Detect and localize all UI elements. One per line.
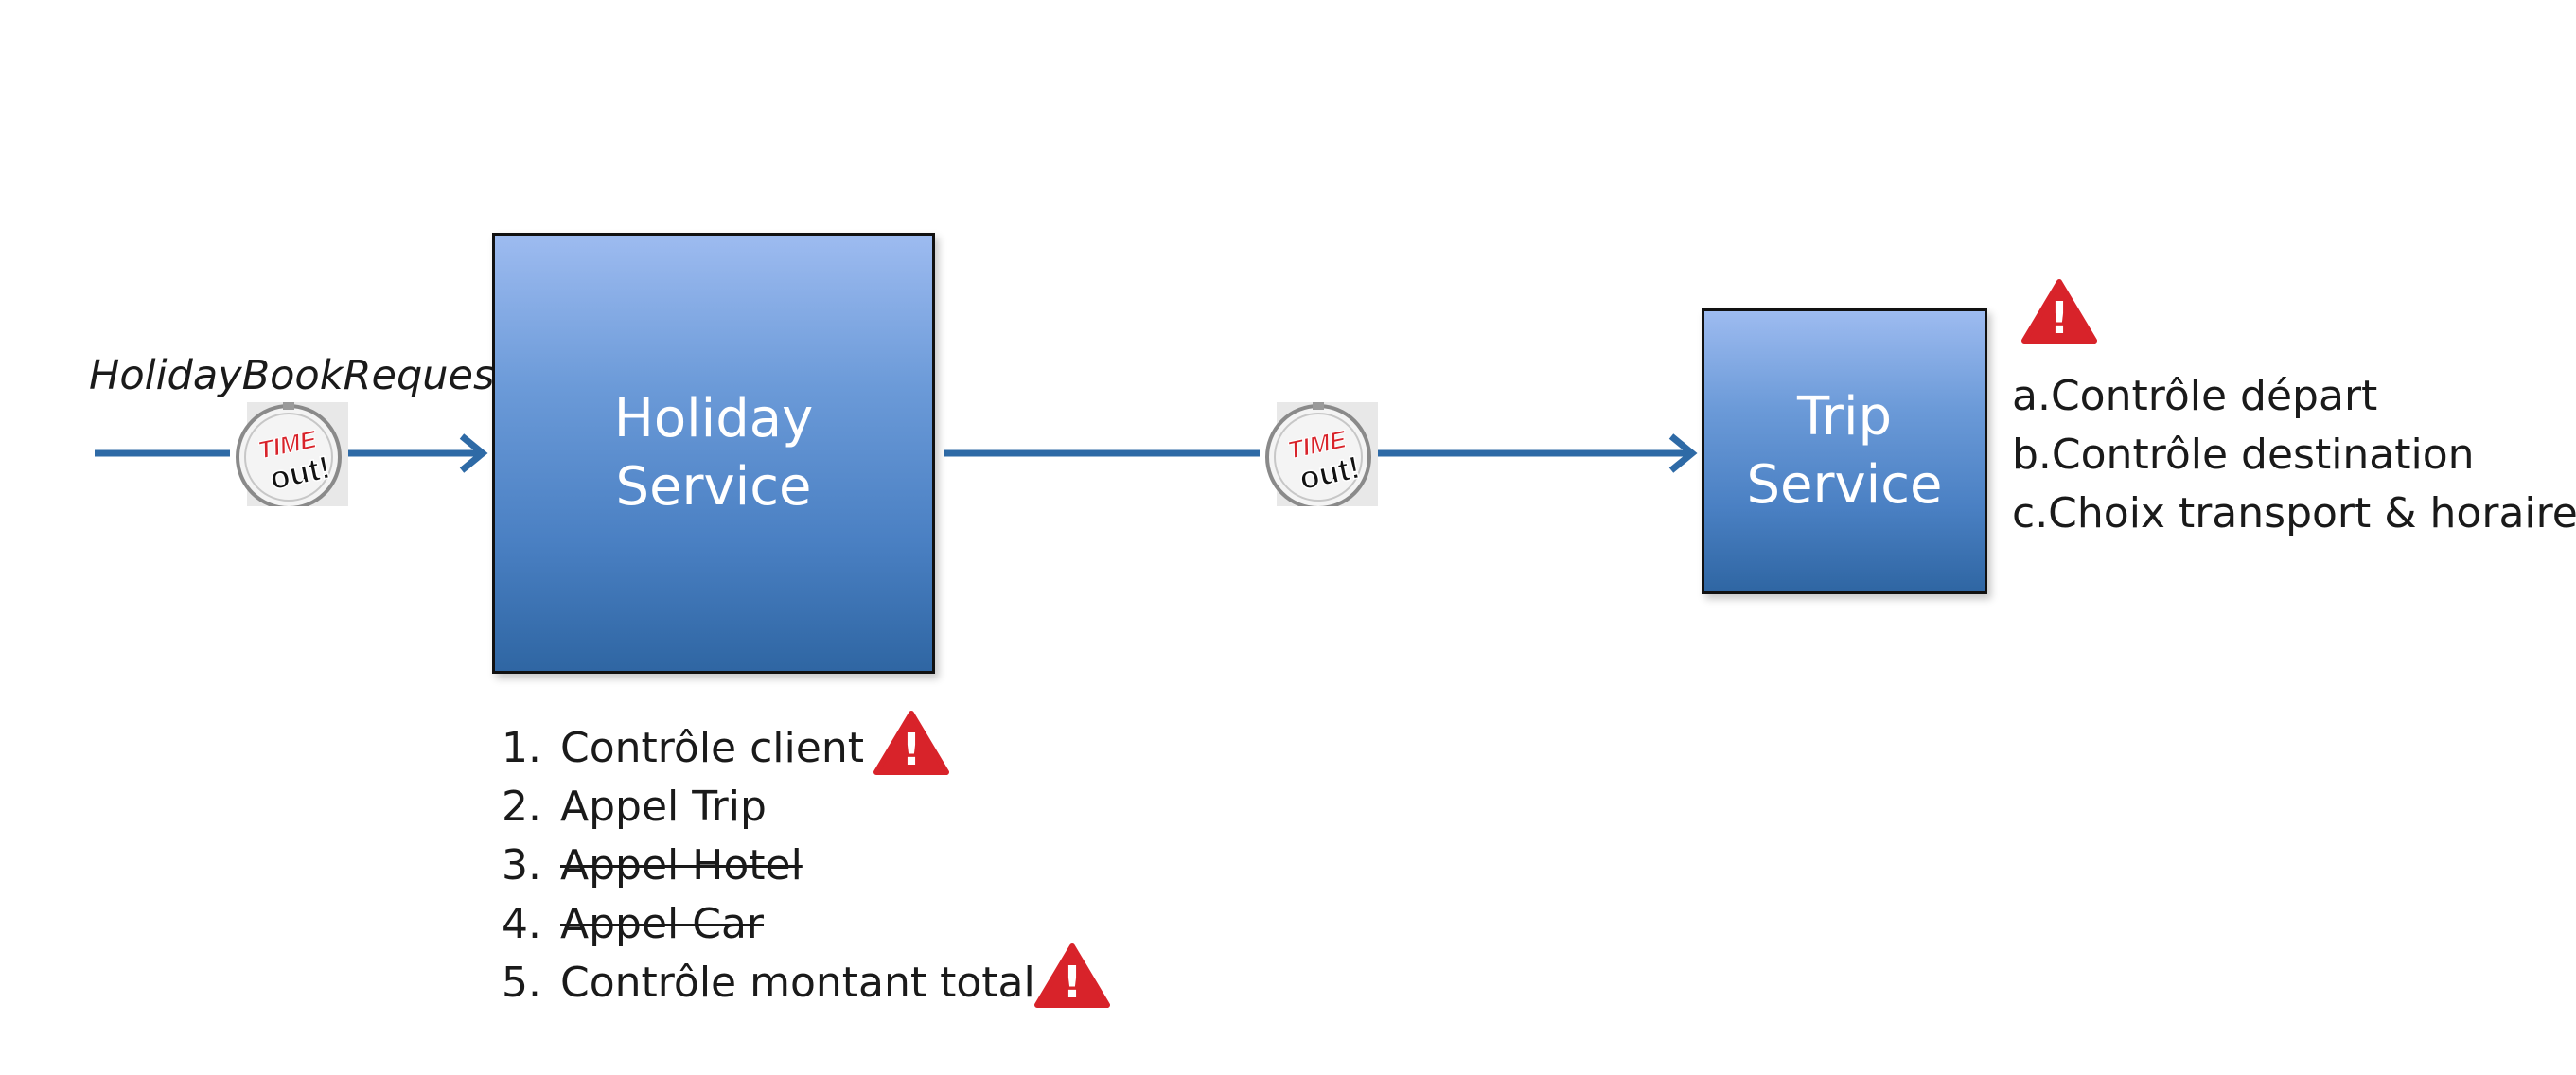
trip-service-title: Trip Service — [1746, 386, 1943, 516]
step-label-struck: Appel Hotel — [560, 841, 803, 890]
warning-triangle-icon: ! — [873, 711, 949, 775]
step-number: 3. — [502, 841, 541, 890]
stopwatch-timeout-icon: TIME out! — [1260, 402, 1378, 506]
holiday-step: 1. Contrôle client — [502, 719, 1035, 778]
trip-steps-list: a.Contrôle départ b.Contrôle destination… — [2012, 367, 2576, 543]
step-label: Contrôle client — [560, 724, 864, 772]
timeout-line1: TIME — [256, 425, 320, 465]
holiday-service-title: Holiday Service — [613, 388, 814, 518]
step-label: Appel Trip — [560, 783, 767, 831]
warning-triangle-icon: ! — [1034, 943, 1110, 1008]
holiday-step: 4. Appel Car — [502, 895, 1035, 954]
trip-step: b.Contrôle destination — [2012, 431, 2475, 479]
warning-symbol: ! — [1063, 957, 1083, 1008]
holiday-step: 5. Contrôle montant total — [502, 954, 1035, 1013]
step-label: Contrôle montant total — [560, 959, 1035, 1007]
holiday-steps-list: 1. Contrôle client 2. Appel Trip 3. Appel H… — [502, 719, 1035, 1013]
trip-service-box: Trip Service — [1702, 308, 1987, 594]
warning-symbol: ! — [902, 724, 922, 775]
stopwatch-timeout-icon: TIME out! — [230, 402, 348, 506]
holiday-service-box: Holiday Service — [492, 233, 935, 674]
step-number: 1. — [502, 724, 541, 772]
holiday-step: 3. Appel Hotel — [502, 837, 1035, 895]
request-label: HolidayBookRequest — [89, 352, 511, 399]
step-label-struck: Appel Car — [560, 900, 765, 948]
holiday-step: 2. Appel Trip — [502, 778, 1035, 837]
trip-step: c.Choix transport & horaire — [2012, 489, 2576, 538]
step-number: 2. — [502, 783, 541, 831]
warning-symbol: ! — [2050, 292, 2070, 344]
step-number: 5. — [502, 959, 541, 1007]
trip-step: a.Contrôle départ — [2012, 372, 2378, 420]
warning-triangle-icon: ! — [2021, 279, 2097, 344]
step-number: 4. — [502, 900, 541, 948]
